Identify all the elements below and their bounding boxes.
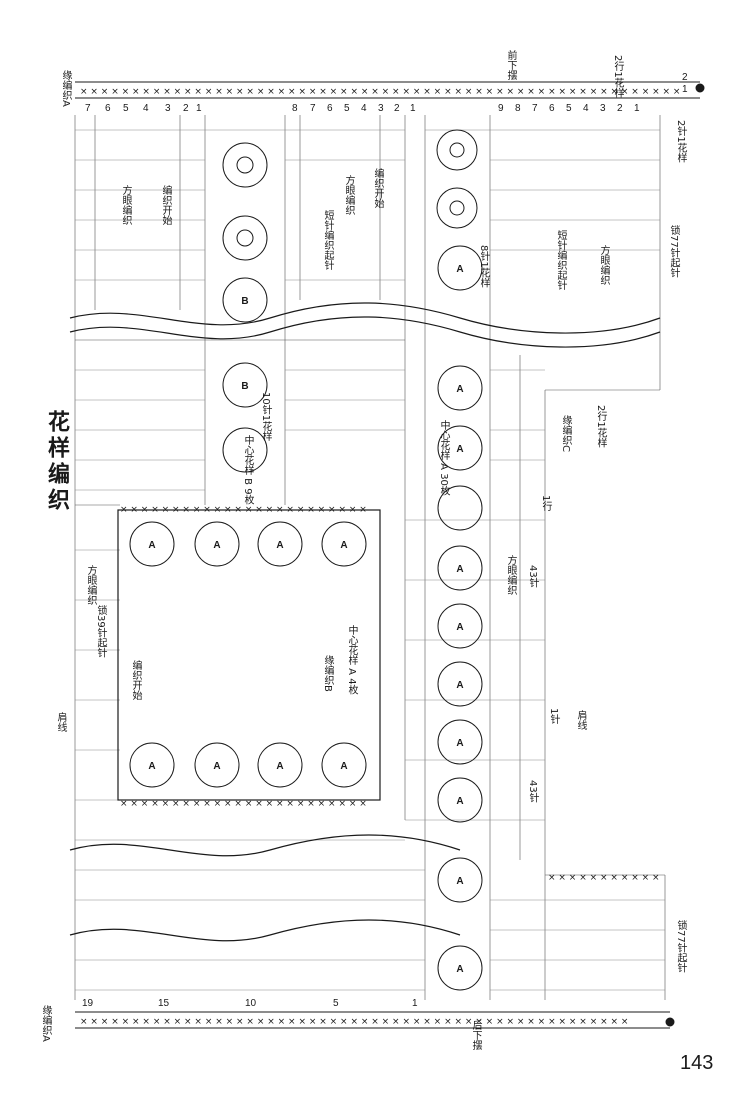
label-chain77-bottom: 锁77针起针 — [675, 920, 686, 973]
page-number: 143 — [680, 1052, 714, 1074]
svg-text:A: A — [456, 876, 463, 887]
svg-text:A: A — [456, 738, 463, 749]
svg-text:A: A — [456, 796, 463, 807]
svg-text:B: B — [241, 296, 248, 307]
label-two-st-pattern: 2针1花样 — [675, 120, 686, 163]
label-square-mesh-3: 方眼编织 — [598, 245, 609, 285]
label-one-st: 1针 — [548, 708, 559, 725]
label-eight-st-pattern: 8针1花样 — [478, 245, 489, 288]
svg-text:A: A — [456, 264, 463, 275]
svg-text:A: A — [340, 761, 347, 772]
svg-text:× × × × × × × × × × × × × × ×: × × × × × × × × × × × × × × × × × × × × … — [80, 87, 680, 97]
label-square-mesh-5: 方眼编织 — [85, 565, 96, 605]
svg-text:A: A — [456, 964, 463, 975]
label-edge-a-bottom: 缘编织A — [40, 1005, 51, 1042]
svg-text:A: A — [213, 761, 220, 772]
yarn-end-top — [695, 83, 705, 93]
label-st43-a: 43针 — [527, 565, 538, 588]
break-wave-top — [69, 302, 661, 334]
label-one-row: 1行 — [540, 495, 551, 512]
label-start-1: 编织开始 — [160, 185, 171, 225]
label-two-rows-top: 2行1花样 — [612, 55, 623, 98]
svg-text:A: A — [340, 540, 347, 551]
label-square-mesh-1: 方眼编织 — [120, 185, 131, 225]
label-chain39: 锁39针起针 — [95, 605, 106, 658]
label-short-start-1: 短针编织起针 — [322, 210, 333, 270]
svg-text:A: A — [456, 564, 463, 575]
yarn-end-bottom — [665, 1017, 675, 1027]
label-front-hem: 前下摆 — [505, 50, 516, 80]
svg-text:A: A — [276, 761, 283, 772]
label-center-a30: 中心花样 A 30枚 — [438, 420, 449, 496]
label-center-a4: 中心花样 A 4枚 — [346, 625, 357, 695]
stitch-rows — [75, 129, 665, 991]
label-edge-a-top: 缘编织A — [60, 70, 71, 107]
label-st43-b: 43针 — [527, 780, 538, 803]
svg-text:A: A — [456, 444, 463, 455]
svg-text:× × × × × × × × × × × × × × ×: × × × × × × × × × × × × × × × × × × × × … — [80, 1017, 628, 1027]
label-square-mesh-4: 方眼编织 — [505, 555, 516, 595]
page-title: 花样编织 — [44, 410, 69, 514]
svg-text:A: A — [276, 540, 283, 551]
label-edge-b: 缘编织B — [322, 655, 333, 692]
svg-text:A: A — [456, 384, 463, 395]
svg-text:× × × × × × × × × × × × × × ×: × × × × × × × × × × × × × × × × × × × × … — [120, 799, 367, 809]
label-short-start-2: 短针编织起针 — [555, 230, 566, 290]
svg-text:A: A — [148, 540, 155, 551]
label-chain77-top: 锁77针起针 — [668, 225, 679, 278]
label-ten-st-pattern: 10针1花样 — [260, 392, 271, 442]
label-back-hem: 后下摆 — [470, 1020, 481, 1050]
label-shoulder-1: 肩线 — [55, 712, 66, 732]
label-start-2: 编织开始 — [372, 168, 383, 208]
svg-text:A: A — [456, 622, 463, 633]
svg-text:× × × × × × × × × × × × × × ×: × × × × × × × × × × × × × × × × × × × × … — [120, 505, 367, 515]
circle-letters: A A A A A A A A A A A A A A A A A A B B — [148, 264, 463, 975]
motif-a-column — [437, 245, 483, 991]
label-start-3: 编织开始 — [130, 660, 141, 700]
label-two-rows-mid: 2行1花样 — [595, 405, 606, 448]
svg-text:A: A — [456, 680, 463, 691]
label-center-b9: 中心花样 B 9枚 — [242, 435, 253, 505]
flower-motif — [222, 129, 478, 261]
break-wave-bottom-2 — [69, 919, 461, 942]
edge-x-marks: × × × × × × × × × × × × × × × × × × × × … — [80, 87, 680, 1027]
svg-text:A: A — [213, 540, 220, 551]
break-wave-top-2 — [69, 316, 661, 348]
label-shoulder-2: 肩线 — [575, 710, 586, 730]
label-edge-c: 缘编织C — [560, 415, 571, 452]
svg-text:A: A — [148, 761, 155, 772]
svg-text:× × × × × × × × × × ×: × × × × × × × × × × × — [548, 873, 660, 883]
svg-text:B: B — [241, 381, 248, 392]
edge-b-frame — [117, 509, 381, 801]
label-square-mesh-2: 方眼编织 — [343, 175, 354, 215]
motif-b — [222, 277, 268, 473]
motif-a-panel — [129, 521, 367, 788]
break-wave-bottom — [69, 834, 461, 857]
grid-lines — [74, 115, 666, 1000]
